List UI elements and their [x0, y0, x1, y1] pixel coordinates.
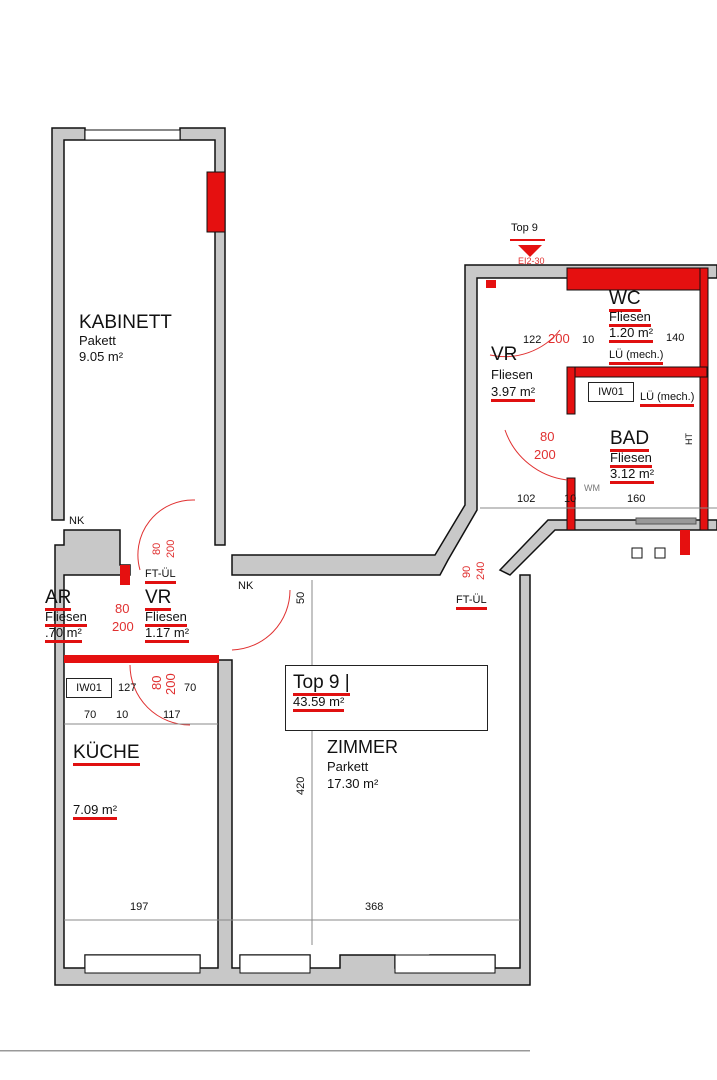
- door-arc-zimmer: [231, 589, 291, 651]
- bad-red-left-wall-lower: [566, 477, 576, 531]
- dim-wc-140: 140: [666, 332, 685, 344]
- zimmer-floor: Parkett: [327, 759, 369, 774]
- dim-kueche-70b: 70: [184, 682, 197, 694]
- iw01-box-2: IW01: [588, 382, 634, 402]
- dim-vr-102: 102: [517, 493, 536, 505]
- wc-red-top-wall: [566, 267, 705, 291]
- dim-kueche-width: 197: [130, 901, 149, 913]
- wm-label: WM: [584, 483, 600, 493]
- entrance-arrow-icon: [518, 245, 542, 257]
- dim-kueche-127: 127: [118, 682, 137, 694]
- fire-rating-label: EI2-30: [518, 256, 545, 266]
- bad-red-left-wall: [566, 366, 576, 415]
- kabinett-window: [84, 129, 181, 141]
- bad-area: 3.12 m²: [610, 467, 655, 484]
- door-kueche-h: 200: [163, 673, 178, 695]
- vr-small-floor: Fliesen: [145, 610, 187, 627]
- bad-floor: Fliesen: [610, 451, 652, 468]
- unit-box: [285, 665, 488, 731]
- zimmer-window-2: [394, 954, 496, 974]
- wc-red-right-wall: [699, 267, 709, 531]
- red-wall-segment: [206, 171, 226, 233]
- dim-kueche-10: 10: [116, 709, 129, 721]
- kabinett-name: KABINETT: [79, 312, 172, 333]
- right-red-stub: [680, 530, 690, 555]
- door-kabinett-w: 80: [151, 542, 163, 555]
- wc-area: 1.20 m²: [609, 326, 654, 343]
- vr-small-area: 1.17 m²: [145, 626, 190, 643]
- window-box-1: [631, 547, 643, 559]
- door-arc-kabinett: [137, 499, 196, 571]
- ft-ul-label-2: FT-ÜL: [456, 595, 487, 610]
- vr-right-floor: Fliesen: [491, 367, 533, 382]
- kabinett-floor: Pakett: [79, 333, 116, 348]
- wc-name: WC: [609, 289, 641, 312]
- bad-name: BAD: [610, 429, 650, 452]
- kueche-area: 7.09 m²: [73, 803, 118, 820]
- vr-right-area: 3.97 m²: [491, 385, 536, 402]
- ar-area: .70 m²: [45, 626, 82, 643]
- bathtub-drain: [635, 517, 697, 525]
- door-kabinett-h: 200: [165, 539, 177, 558]
- ar-floor: Fliesen: [45, 610, 87, 627]
- bad-vent: LÜ (mech.): [640, 392, 695, 407]
- bad-red-top-wall: [566, 366, 708, 378]
- zimmer-window-1: [239, 954, 311, 974]
- vr-small-red-wall: [64, 655, 219, 663]
- door-kueche-w: 80: [149, 675, 164, 690]
- door-arc-wc: [489, 329, 561, 358]
- iw01-box-1: IW01: [66, 678, 112, 698]
- vr-small-name: VR: [145, 588, 172, 611]
- dim-zimmer-50: 50: [295, 591, 307, 604]
- door-bad-w: 80: [540, 429, 555, 444]
- door-arc-kueche: [129, 664, 191, 726]
- dim-kueche-117: 117: [163, 709, 181, 721]
- wc-floor: Fliesen: [609, 310, 651, 327]
- right-diagonal-wall: [498, 519, 717, 576]
- kueche-name: KÜCHE: [73, 743, 140, 766]
- dim-bad-160: 160: [627, 493, 646, 505]
- door-wc-h: 200: [548, 331, 570, 346]
- door-entrance-w: 90: [461, 565, 473, 578]
- unit-area: 43.59 m²: [293, 695, 345, 712]
- door-bad-h: 200: [534, 447, 556, 462]
- dim-bad-10: 10: [564, 493, 577, 505]
- vr-right-name: VR: [491, 344, 518, 365]
- dim-wc-10: 10: [582, 334, 595, 346]
- ft-ul-label-1: FT-ÜL: [145, 569, 176, 584]
- door-ar-h: 200: [112, 619, 134, 634]
- kabinett-area: 9.05 m²: [79, 349, 124, 364]
- vr-red-top: [486, 280, 496, 288]
- kueche-window: [84, 954, 201, 974]
- entrance-top9-label: Top 9: [511, 222, 538, 234]
- dim-zimmer-depth: 420: [295, 776, 307, 795]
- ht-label: HT: [684, 433, 694, 445]
- ar-name: AR: [45, 588, 72, 611]
- dim-zimmer-width: 368: [365, 901, 384, 913]
- door-arc-vr: [504, 429, 568, 481]
- window-box-2: [654, 547, 666, 559]
- kabinett-walls: [51, 127, 226, 546]
- ar-red-wall: [120, 565, 130, 585]
- bottom-line: [0, 1050, 530, 1052]
- dim-vr-122: 122: [523, 334, 542, 346]
- zimmer-area: 17.30 m²: [327, 776, 379, 791]
- nk-label-1: NK: [69, 515, 85, 527]
- nk-label-2: NK: [238, 580, 254, 592]
- door-entrance-h: 240: [475, 561, 487, 580]
- wc-vent: LÜ (mech.): [609, 350, 664, 365]
- door-ar-w: 80: [115, 601, 130, 616]
- zimmer-name: ZIMMER: [327, 737, 398, 757]
- unit-label: Top 9 |: [293, 673, 350, 696]
- dim-kueche-70a: 70: [84, 709, 97, 721]
